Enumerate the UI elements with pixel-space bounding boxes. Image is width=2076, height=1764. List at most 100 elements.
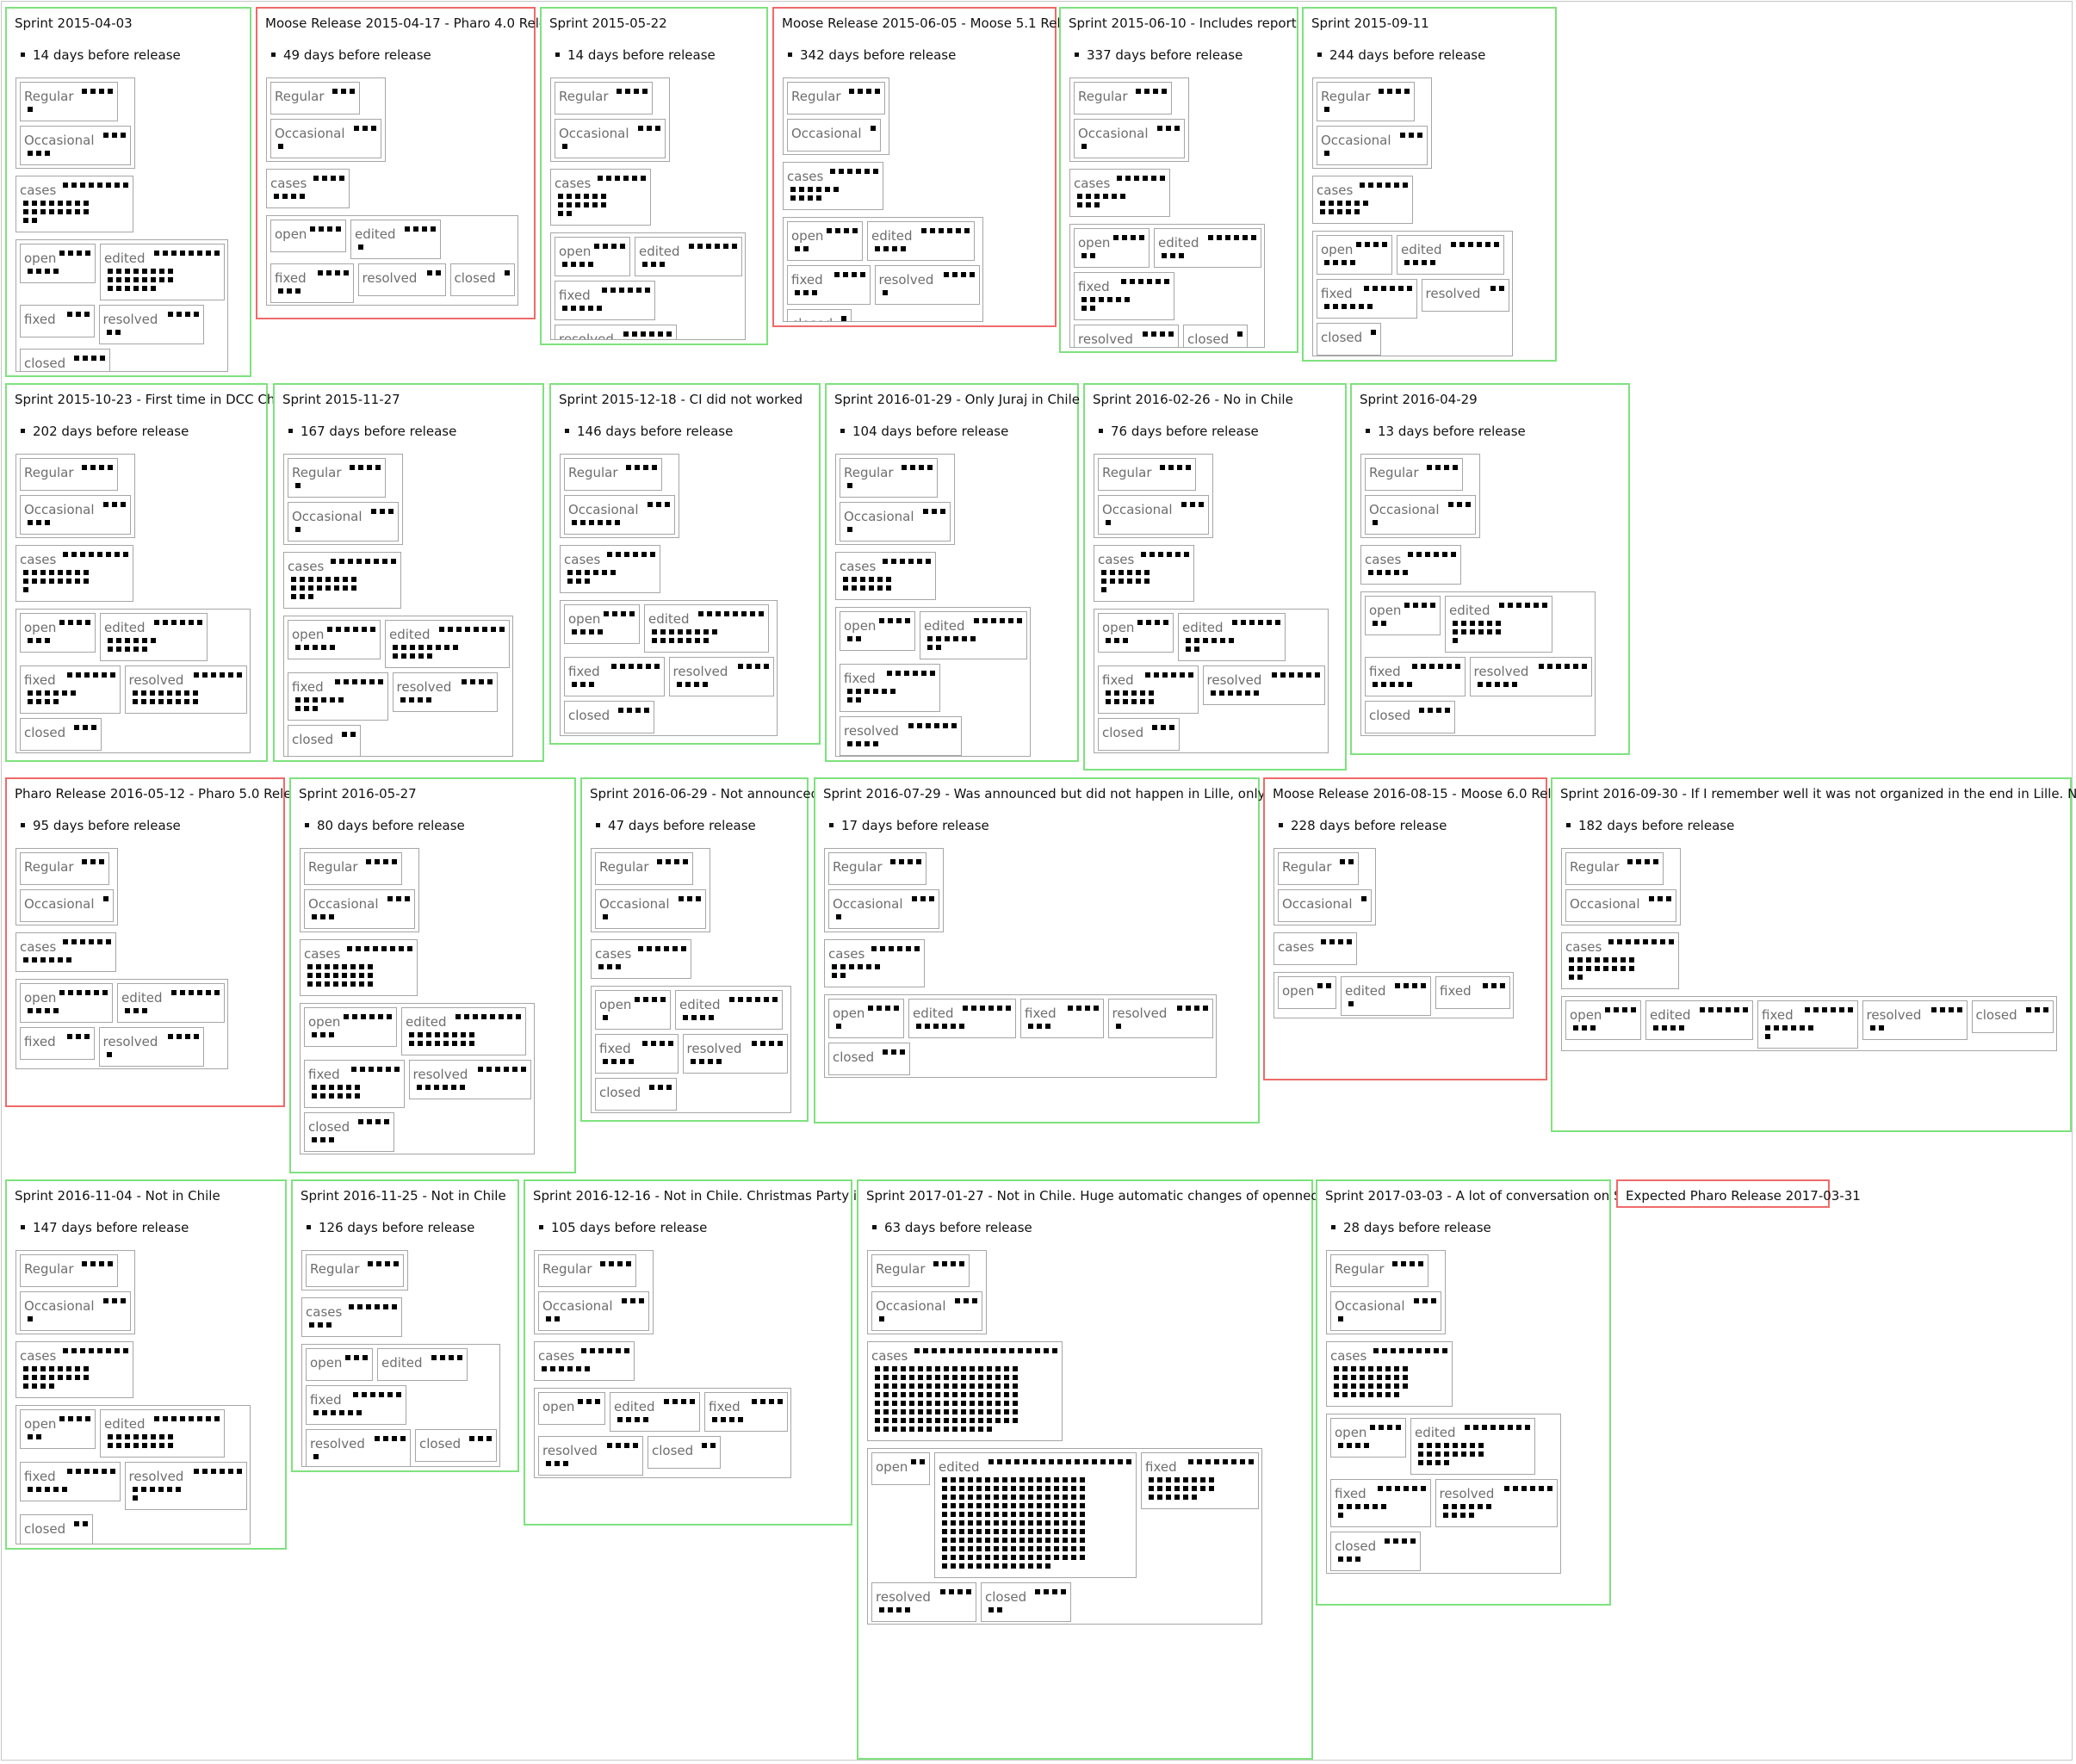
issue-dot — [391, 1304, 397, 1309]
issue-dot — [966, 1589, 971, 1594]
issue-dot — [908, 559, 914, 564]
issue-dot — [175, 690, 181, 696]
issue-dot — [66, 312, 72, 317]
closed-box: closed — [595, 1078, 677, 1111]
issue-dot — [374, 1304, 380, 1309]
issue-dot — [907, 859, 913, 864]
issue-dot — [1320, 939, 1326, 944]
issue-dot — [1361, 896, 1366, 901]
issue-dot — [869, 577, 874, 582]
edited-box: edited — [350, 220, 441, 259]
issue-dot — [1011, 1477, 1016, 1482]
issue-dot — [387, 1014, 392, 1019]
issue-dot — [558, 211, 563, 216]
issue-dot — [1002, 1477, 1007, 1482]
issue-dot — [142, 638, 147, 643]
issue-dot — [327, 226, 332, 232]
issue-dot — [1106, 638, 1111, 643]
cases-label: cases — [828, 946, 865, 962]
issue-dot — [1037, 1486, 1042, 1491]
issue-dot — [1342, 1366, 1348, 1371]
fixed-label: fixed — [1335, 1486, 1366, 1501]
issue-dot — [926, 465, 933, 470]
issue-dot — [594, 244, 599, 249]
issue-dot — [112, 1298, 117, 1303]
issue-dot — [36, 1008, 41, 1013]
regular-label: Regular — [24, 1261, 74, 1277]
resolved-label: resolved — [878, 272, 934, 288]
issue-dot — [710, 1443, 716, 1448]
issue-dot — [28, 520, 33, 525]
issue-dot — [976, 1477, 982, 1482]
days-before-release: 167 days before release — [288, 424, 456, 439]
issue-dot — [1037, 1563, 1042, 1569]
issue-dot — [1652, 859, 1658, 864]
issue-dot — [1612, 957, 1617, 962]
occasional-label: Occasional — [559, 126, 629, 141]
issue-dot — [167, 1034, 173, 1039]
issue-dot — [864, 169, 870, 174]
issue-dot — [320, 1032, 325, 1037]
issue-dot — [949, 1589, 954, 1594]
issue-dot — [579, 262, 585, 267]
issue-dot — [935, 1427, 940, 1432]
occasional-label: Occasional — [833, 896, 903, 912]
issue-dot — [1081, 144, 1087, 149]
issue-dot — [1179, 672, 1185, 678]
issue-dot — [133, 1443, 139, 1448]
open-box: open — [270, 220, 346, 252]
issue-dot — [103, 133, 108, 138]
issue-dot — [1176, 1006, 1182, 1011]
issue-dot — [427, 645, 432, 650]
issue-dot — [649, 331, 654, 337]
issue-dot — [1045, 1503, 1050, 1508]
issue-dot — [1066, 1459, 1071, 1464]
issue-dot — [1063, 1529, 1068, 1534]
resolved-box: resolved — [1107, 999, 1213, 1038]
issue-dot — [393, 653, 398, 659]
issue-dot — [686, 638, 691, 643]
days-before-release-text: 244 days before release — [1329, 47, 1486, 63]
issue-dot — [978, 1418, 983, 1423]
issue-dot — [206, 1416, 211, 1421]
issue-dot — [1013, 1401, 1018, 1406]
open-label: open — [1102, 620, 1135, 635]
issue-dot — [1094, 202, 1100, 207]
cases-label: cases — [288, 559, 325, 574]
issue-dot — [85, 990, 90, 995]
issue-dot — [959, 1495, 964, 1500]
days-before-release: 47 days before release — [596, 818, 756, 833]
issue-dot — [942, 1529, 947, 1534]
issue-dot — [401, 645, 406, 650]
issue-dot — [952, 1392, 957, 1397]
issue-dot — [848, 89, 854, 94]
issue-dot — [1131, 690, 1137, 696]
issue-dot — [1478, 1451, 1484, 1457]
issue-dot — [1028, 1477, 1033, 1482]
issue-dot — [142, 277, 147, 282]
issue-dot — [116, 286, 121, 291]
edited-label: edited — [614, 1399, 655, 1414]
issue-dot — [918, 1427, 923, 1432]
issue-dot — [1183, 1495, 1188, 1500]
issue-dot — [359, 981, 364, 987]
issue-dot — [1582, 1025, 1587, 1031]
issue-dot — [592, 194, 598, 199]
edited-label: edited — [939, 1459, 980, 1475]
open-box: open — [288, 620, 381, 659]
occasional-label: Occasional — [1282, 896, 1353, 912]
issue-dot — [1166, 1495, 1171, 1500]
issue-dot — [1382, 242, 1387, 247]
issue-dot — [312, 914, 317, 919]
issue-dot — [1037, 1477, 1042, 1482]
issue-dot — [236, 1469, 242, 1474]
issue-dot — [32, 579, 37, 584]
issue-dot — [1414, 1298, 1419, 1303]
cases-box: cases — [15, 545, 133, 602]
issue-dot — [329, 1093, 334, 1099]
issue-dot — [313, 1410, 319, 1415]
